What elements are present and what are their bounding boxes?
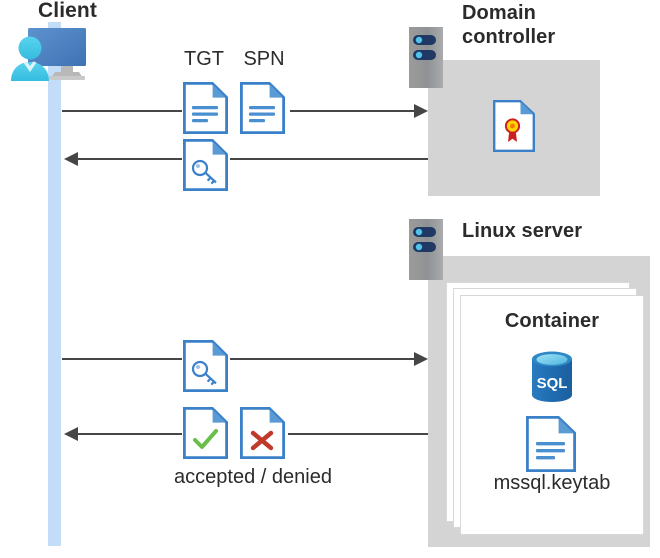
spn-document-icon (240, 82, 285, 134)
keytab-filename-label: mssql.keytab (493, 472, 611, 494)
client-lifeline (48, 22, 61, 546)
flow-line-m2-right (230, 158, 428, 160)
linux-server-label: Linux server (462, 220, 583, 242)
sql-database-icon: SQL (521, 346, 583, 408)
flow-line-m1-right (290, 110, 420, 112)
flow-line-m4-left (76, 433, 182, 435)
flow-line-m4-right (288, 433, 428, 435)
container-label: Container (504, 310, 600, 332)
spn-label: SPN (243, 48, 285, 70)
accepted-denied-label: accepted / denied (174, 466, 332, 488)
arrowhead-left-m2 (62, 151, 78, 167)
domain-controller-label: Domain controller (462, 2, 556, 48)
server-rack-icon-domain-controller (409, 27, 443, 88)
container-card-front: Container (460, 295, 644, 535)
keytab-document-icon (526, 416, 576, 472)
client-label: Client (38, 0, 97, 22)
arrowhead-right-m3 (414, 351, 430, 367)
denied-document-icon (240, 407, 285, 459)
tgt-label: TGT (184, 48, 224, 70)
client-workstation-icon (8, 24, 108, 86)
arrowhead-right-m1 (414, 103, 430, 119)
accepted-document-icon (183, 407, 228, 459)
flow-line-m3-right (230, 358, 420, 360)
flow-line-m1-left (62, 110, 182, 112)
tgt-document-icon (183, 82, 228, 134)
flow-line-m2-left (76, 158, 182, 160)
certificate-document-icon (493, 100, 535, 152)
key-document-icon-m2 (183, 139, 228, 191)
arrowhead-left-m4 (62, 426, 78, 442)
key-document-icon-m3 (183, 340, 228, 392)
server-rack-icon-linux-server (409, 219, 443, 280)
sql-text: SQL (537, 375, 568, 392)
flow-line-m3-left (62, 358, 182, 360)
